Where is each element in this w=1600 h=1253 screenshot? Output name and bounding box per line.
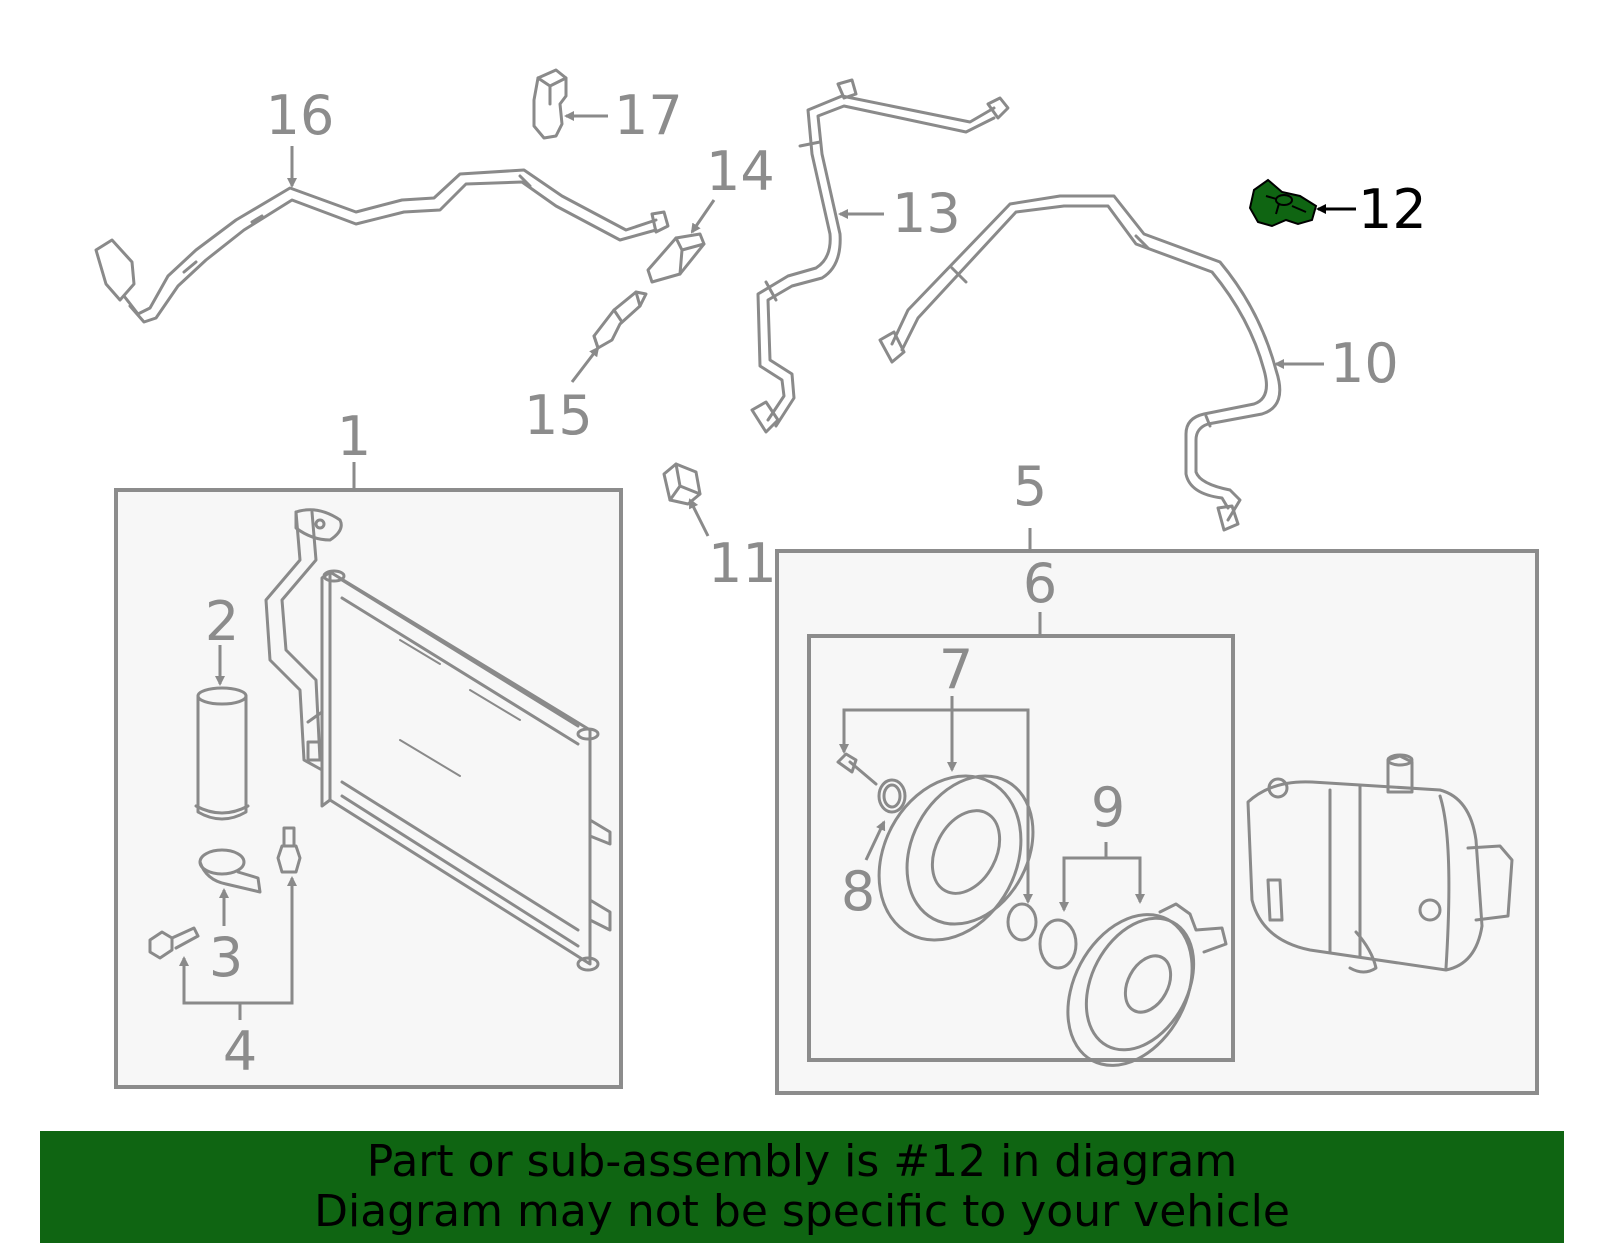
liquid-line-part[interactable] <box>94 168 670 324</box>
condenser-group-box <box>114 462 623 1089</box>
callout-13: 13 <box>838 182 961 245</box>
shim-part[interactable] <box>1006 902 1078 970</box>
callout-label-1: 1 <box>337 405 371 468</box>
callout-label-14: 14 <box>706 140 775 203</box>
clip-part[interactable] <box>662 462 702 506</box>
bolt-part[interactable] <box>148 826 302 960</box>
callout-12: 12 <box>1316 178 1427 241</box>
callout-label-12: 12 <box>1358 178 1427 241</box>
callout-14: 14 <box>690 140 775 234</box>
discharge-hose-part[interactable] <box>878 194 1282 532</box>
callout-label-7: 7 <box>939 638 973 701</box>
callout-2: 2 <box>205 590 239 686</box>
callout-4: 4 <box>179 876 297 1083</box>
callout-10: 10 <box>1274 332 1399 395</box>
callout-label-3: 3 <box>209 926 243 989</box>
pressure-sensor-part[interactable] <box>532 68 568 140</box>
callout-label-11: 11 <box>708 532 777 595</box>
banner-line-1: Part or sub-assembly is #12 in diagram <box>366 1136 1238 1187</box>
callout-label-17: 17 <box>614 84 683 147</box>
compressor-part[interactable] <box>1246 753 1514 974</box>
callout-label-2: 2 <box>205 590 239 653</box>
bracket-2-part[interactable] <box>592 290 648 350</box>
callout-17: 17 <box>564 84 683 147</box>
callout-label-5: 5 <box>1013 455 1047 518</box>
callout-label-6: 6 <box>1023 552 1057 615</box>
banner-line-2: Diagram may not be specific to your vehi… <box>314 1186 1290 1237</box>
callout-15: 15 <box>524 346 600 447</box>
callout-label-9: 9 <box>1091 776 1125 839</box>
callout-label-8: 8 <box>841 860 875 923</box>
callout-11: 11 <box>688 498 777 595</box>
callout-label-15: 15 <box>524 384 593 447</box>
field-coil-part[interactable] <box>1043 893 1228 1087</box>
clutch-pulley-part[interactable] <box>836 751 1058 965</box>
callout-8: 8 <box>841 820 886 923</box>
suction-line-part[interactable] <box>750 78 1010 434</box>
clamp-part[interactable] <box>198 848 262 894</box>
highlighted-part-12[interactable] <box>1248 178 1318 228</box>
condenser-part[interactable] <box>264 508 612 972</box>
callout-9: 9 <box>1059 776 1145 912</box>
callout-16: 16 <box>266 84 335 188</box>
snap-ring-part[interactable] <box>877 778 907 814</box>
callout-label-16: 16 <box>266 84 335 147</box>
callout-label-4: 4 <box>223 1020 257 1083</box>
callout-3: 3 <box>209 888 243 989</box>
receiver-drier-part[interactable] <box>194 686 250 821</box>
info-banner: Part or sub-assembly is #12 in diagram D… <box>40 1131 1564 1243</box>
bracket-part[interactable] <box>646 232 706 284</box>
callout-label-13: 13 <box>892 182 961 245</box>
callout-label-10: 10 <box>1330 332 1399 395</box>
